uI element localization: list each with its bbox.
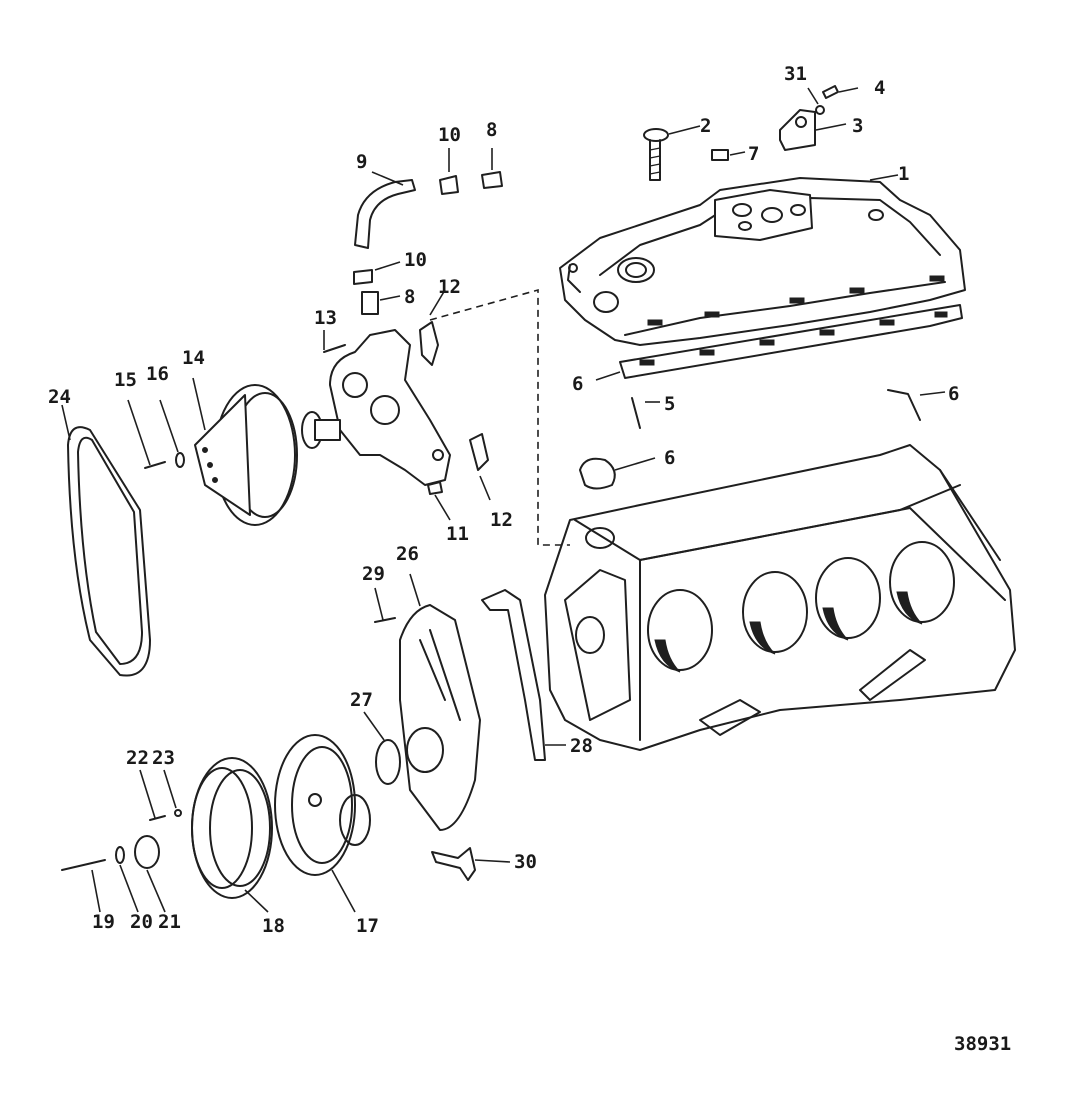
drive-belt bbox=[67, 426, 151, 677]
callout-22: 22 bbox=[126, 747, 149, 769]
pulley-screw bbox=[149, 815, 166, 821]
pump-bolt bbox=[323, 344, 346, 353]
pump-stud bbox=[427, 481, 443, 495]
callout-9: 9 bbox=[356, 151, 367, 173]
timing-pointer bbox=[431, 847, 476, 881]
drawing-number: 38931 bbox=[954, 1033, 1011, 1055]
manifold-gasket-ports bbox=[639, 311, 948, 366]
pump-gasket-lower bbox=[469, 433, 489, 471]
cover-screw bbox=[374, 617, 396, 623]
callout-28: 28 bbox=[570, 735, 593, 757]
pump-gasket-upper bbox=[419, 321, 439, 366]
water-pump-pulley bbox=[194, 384, 298, 526]
retainer-plate bbox=[134, 835, 160, 869]
callout-23: 23 bbox=[152, 747, 175, 769]
balancer-bolt bbox=[61, 859, 106, 871]
callout-18: 18 bbox=[262, 915, 285, 937]
callout-24: 24 bbox=[48, 386, 71, 408]
crank-seal bbox=[375, 739, 401, 785]
callout-10-upper: 10 bbox=[438, 124, 461, 146]
water-pump bbox=[301, 329, 451, 486]
callout-8-lower: 8 bbox=[404, 286, 415, 308]
manifold-bolt bbox=[643, 128, 669, 181]
timing-cover bbox=[399, 604, 481, 831]
pulley-screw-washer bbox=[174, 809, 182, 817]
hose-clamp-upper bbox=[439, 175, 459, 195]
callout-4: 4 bbox=[874, 77, 885, 99]
callout-12-upper: 12 bbox=[438, 276, 461, 298]
callout-21: 21 bbox=[158, 911, 181, 933]
callout-16: 16 bbox=[146, 363, 169, 385]
callout-19: 19 bbox=[92, 911, 115, 933]
fitting-upper bbox=[481, 171, 503, 189]
callout-6-baffle: 6 bbox=[948, 383, 959, 405]
callout-17: 17 bbox=[356, 915, 379, 937]
pulley-washer bbox=[175, 452, 185, 468]
callout-11: 11 bbox=[446, 523, 469, 545]
crankshaft-pulley bbox=[191, 757, 273, 899]
timing-cover-gasket bbox=[481, 589, 546, 761]
bypass-hose bbox=[354, 179, 416, 249]
manifold-gasket bbox=[619, 304, 963, 379]
bracket-bolt bbox=[822, 85, 839, 99]
callout-12-lower: 12 bbox=[490, 509, 513, 531]
thermostat-gasket bbox=[579, 457, 616, 490]
callout-29: 29 bbox=[362, 563, 385, 585]
engine-block bbox=[544, 444, 1016, 751]
callout-15: 15 bbox=[114, 369, 137, 391]
callout-6-ring: 6 bbox=[664, 447, 675, 469]
pulley-bolt bbox=[144, 461, 166, 469]
callout-26: 26 bbox=[396, 543, 419, 565]
callout-20: 20 bbox=[130, 911, 153, 933]
callout-14: 14 bbox=[182, 347, 205, 369]
callout-7: 7 bbox=[748, 143, 759, 165]
hose-clamp-lower bbox=[353, 269, 373, 285]
alignment-line bbox=[429, 288, 570, 546]
callout-27: 27 bbox=[350, 689, 373, 711]
harmonic-balancer bbox=[274, 734, 371, 876]
callout-1: 1 bbox=[898, 163, 909, 185]
callout-5: 5 bbox=[664, 393, 675, 415]
fitting-lower bbox=[361, 291, 379, 315]
callout-3: 3 bbox=[852, 115, 863, 137]
callout-8-upper: 8 bbox=[486, 119, 497, 141]
baffle bbox=[887, 389, 921, 421]
intake-manifold bbox=[559, 177, 966, 346]
callout-31: 31 bbox=[784, 63, 807, 85]
callout-10-lower: 10 bbox=[404, 249, 427, 271]
lift-bracket bbox=[779, 109, 816, 151]
bracket-washer bbox=[815, 105, 825, 115]
plug bbox=[711, 149, 729, 161]
balancer-washer bbox=[115, 846, 125, 864]
callout-2: 2 bbox=[700, 115, 711, 137]
leader-lines bbox=[61, 87, 946, 913]
callout-30: 30 bbox=[514, 851, 537, 873]
callout-13: 13 bbox=[314, 307, 337, 329]
dowel-pin bbox=[631, 397, 641, 429]
callout-6-gasket: 6 bbox=[572, 373, 583, 395]
